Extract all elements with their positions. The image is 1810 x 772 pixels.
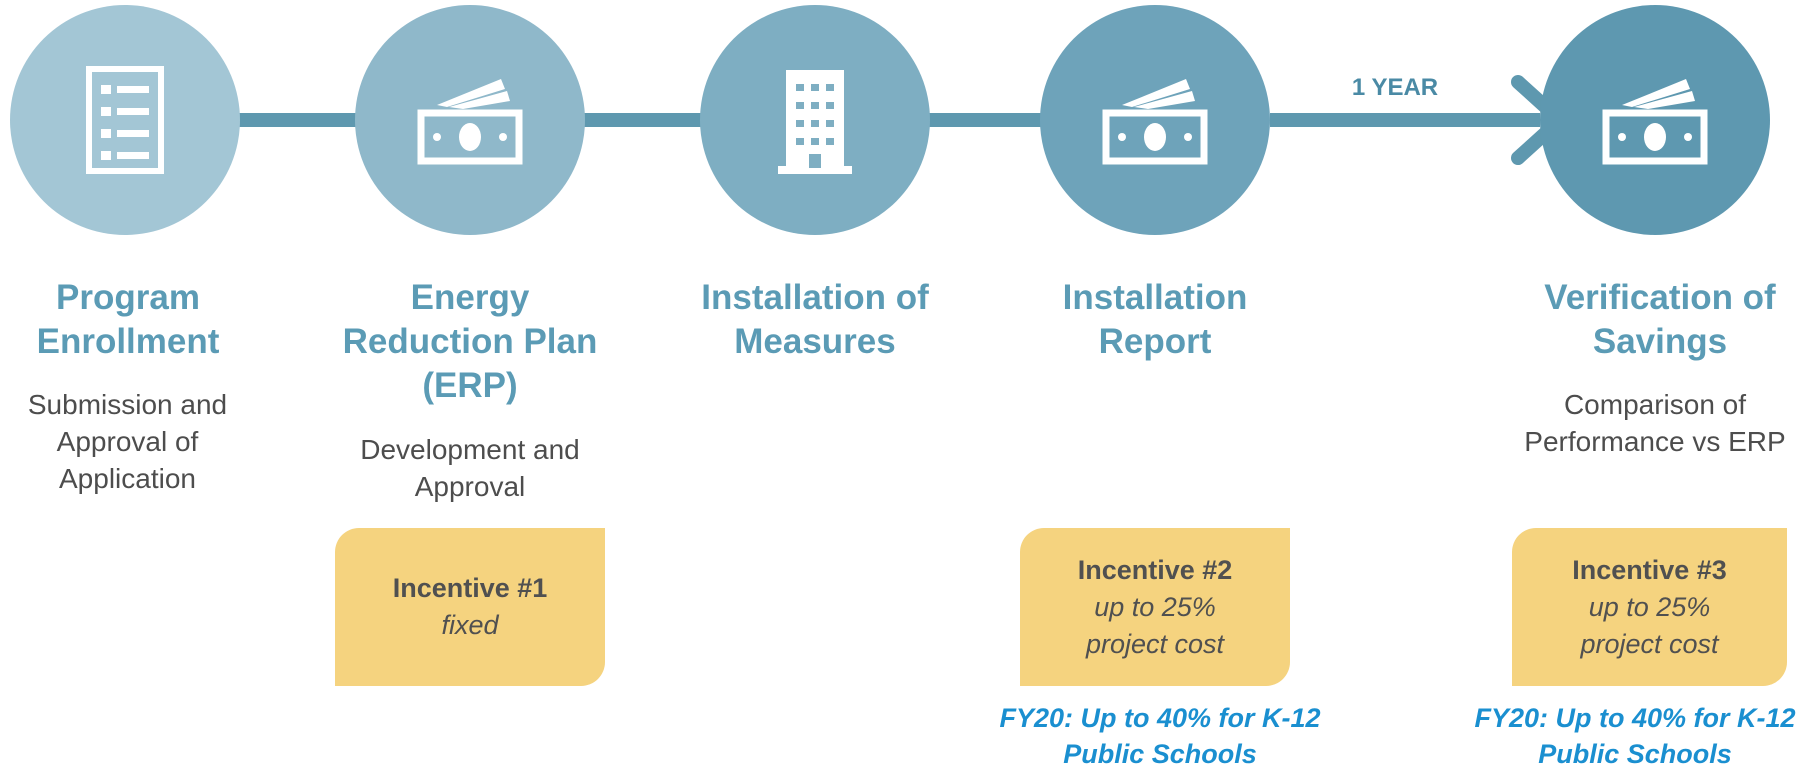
timeline-duration-label: 1 YEAR (1351, 74, 1439, 101)
step-circle-enrollment (10, 5, 240, 235)
step-title-verification: Verification of Savings (1544, 278, 1776, 361)
incentive-box-1: Incentive #1 fixed (335, 528, 605, 686)
step-title-enrollment: Program Enrollment (36, 278, 220, 361)
building-icon (778, 64, 852, 176)
money-icon (415, 75, 525, 165)
step-title-report: Installation Report (1062, 278, 1248, 361)
step-title-installation: Installation of Measures (701, 278, 929, 361)
incentive-title: Incentive #1 (392, 573, 548, 603)
money-icon (1600, 75, 1710, 165)
step-desc-verification: Comparison of Performance vs ERP (1524, 389, 1786, 457)
step-circle-installation (700, 5, 930, 235)
fy20-note-verification: FY20: Up to 40% for K-12 Public Schools (1474, 703, 1796, 769)
fy20-note-report: FY20: Up to 40% for K-12 Public Schools (999, 703, 1321, 769)
incentive-box-3: Incentive #3 up to 25% project cost (1512, 528, 1787, 686)
incentive-note: up to 25% project cost (1580, 591, 1719, 659)
incentive-title: Incentive #2 (1077, 554, 1233, 585)
step-title-erp: Energy Reduction Plan (ERP) (342, 278, 598, 405)
money-icon (1100, 75, 1210, 165)
connector-line-4 (1270, 113, 1540, 127)
incentive-title: Incentive #3 (1572, 554, 1727, 585)
step-circle-verification (1540, 5, 1770, 235)
step-desc-erp: Development and Approval (360, 434, 580, 502)
incentive-note: up to 25% project cost (1085, 591, 1225, 659)
connector-line-2 (580, 113, 710, 127)
step-circle-report (1040, 5, 1270, 235)
connector-line-1 (235, 113, 365, 127)
connector-line-3 (925, 113, 1055, 127)
incentive-box-2: Incentive #2 up to 25% project cost (1020, 528, 1290, 686)
checklist-icon (85, 65, 165, 175)
incentive-note: fixed (441, 610, 499, 640)
step-circle-erp (355, 5, 585, 235)
step-desc-enrollment: Submission and Approval of Application (27, 389, 228, 494)
